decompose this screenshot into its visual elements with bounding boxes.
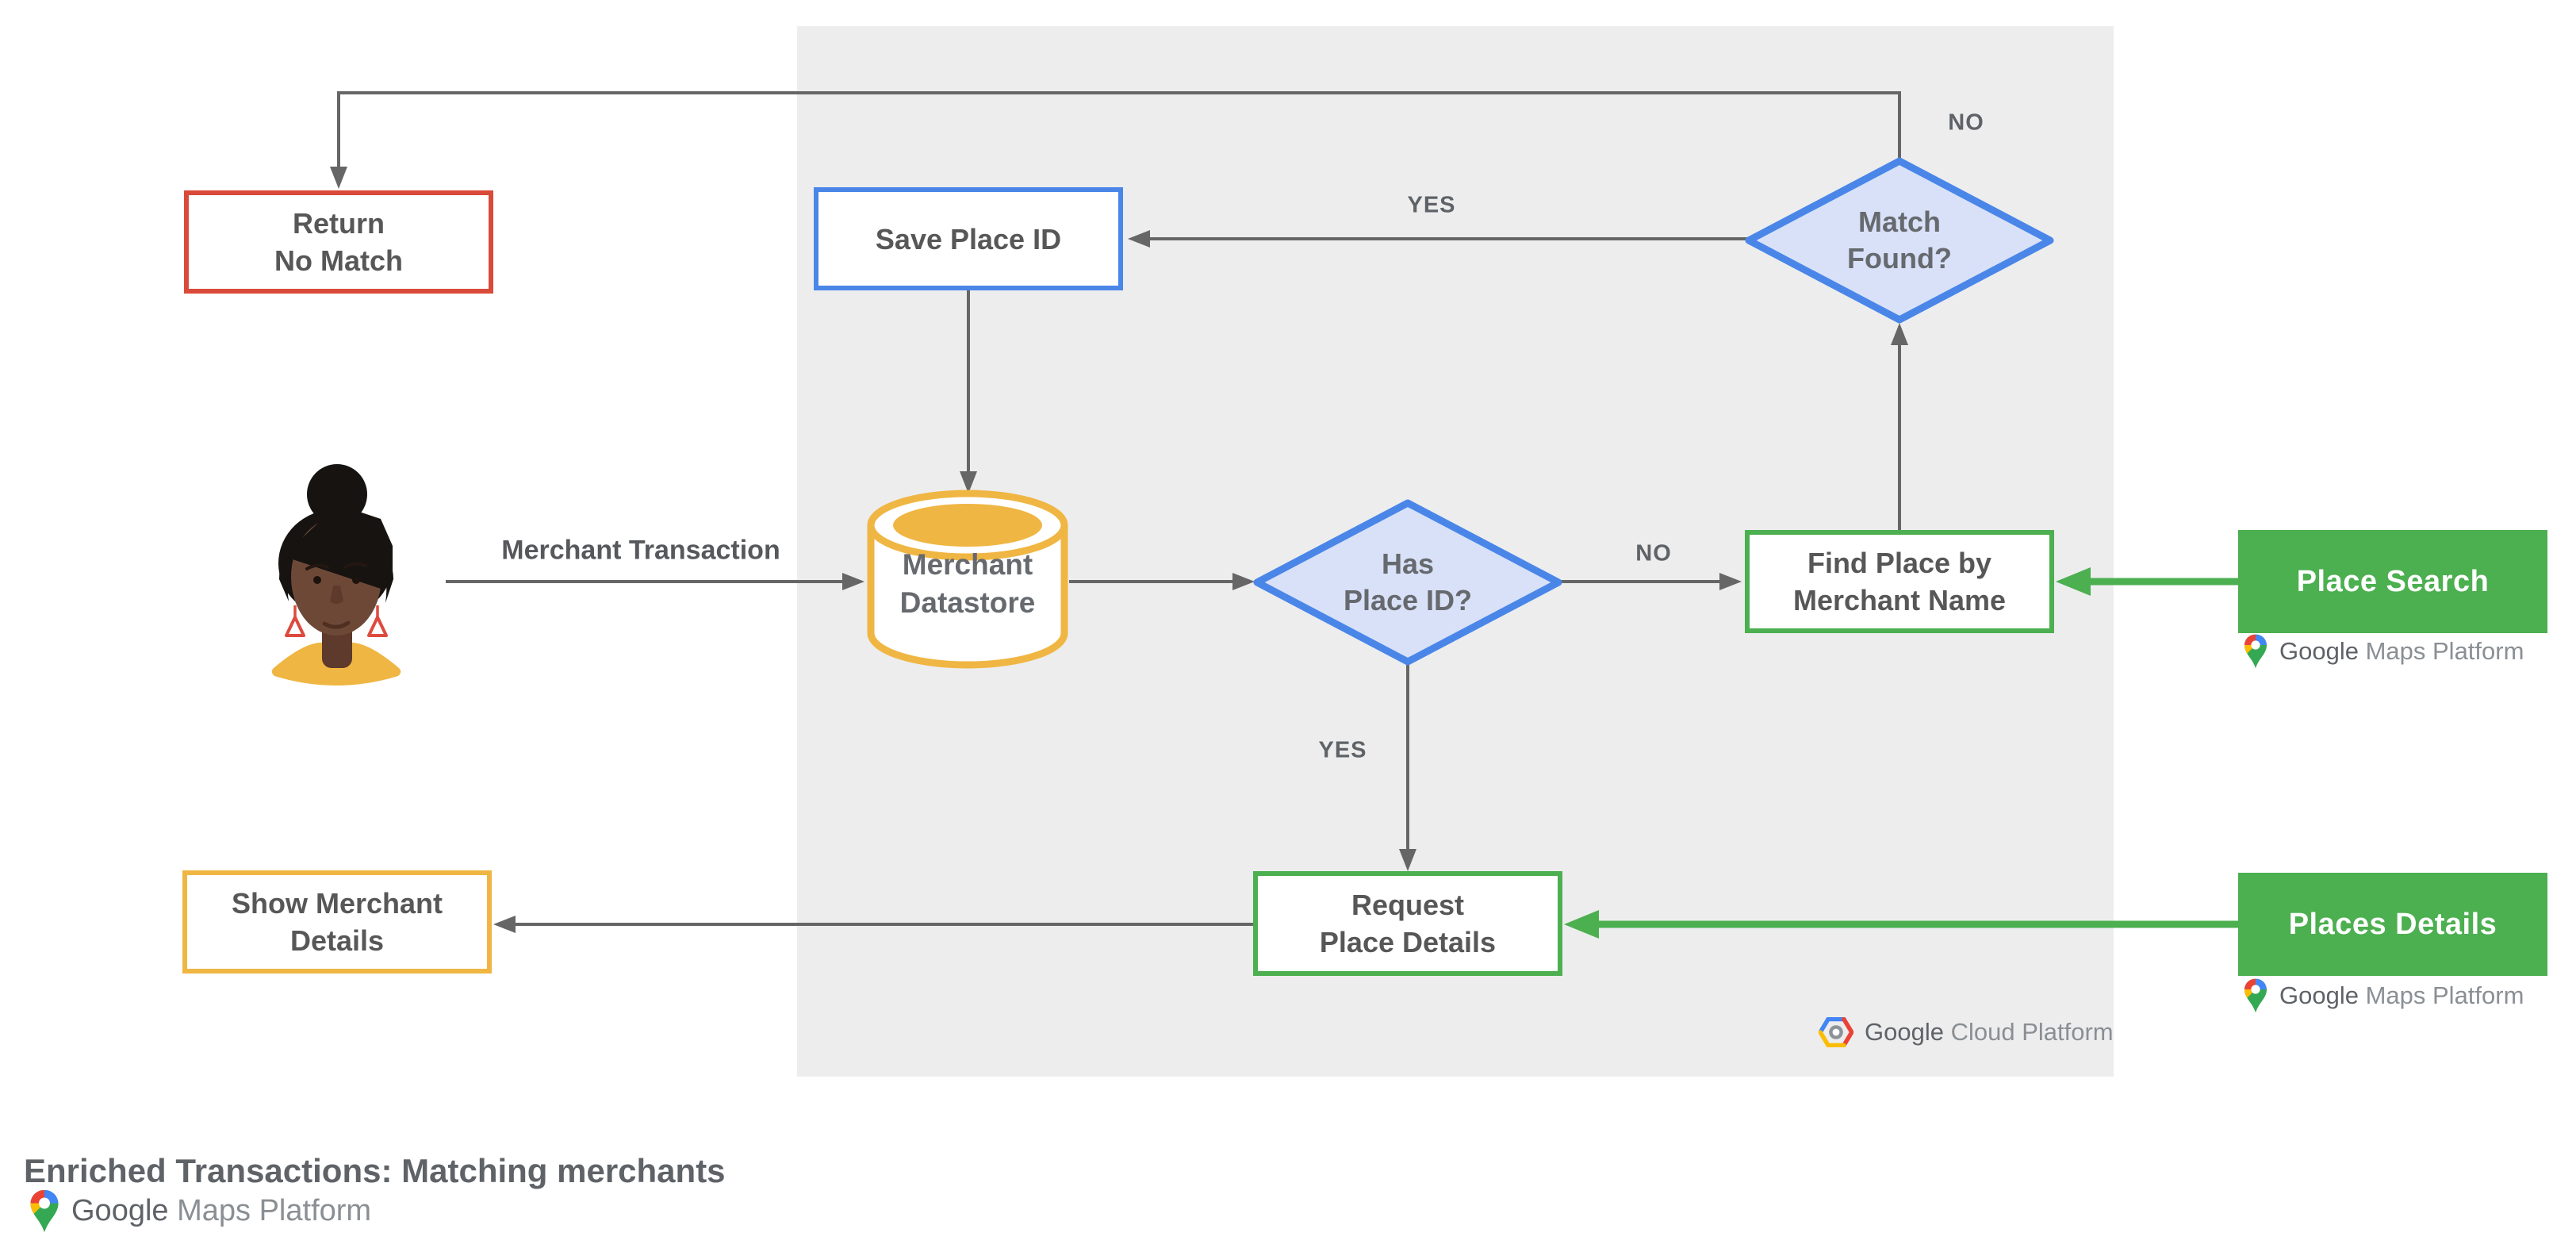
node-places-details-api: Places Details xyxy=(2238,873,2547,976)
node-label: Has xyxy=(1381,547,1435,580)
diamond-shape xyxy=(1745,157,2054,324)
node-label: Merchant Name xyxy=(1792,584,2007,616)
logo-text: Google Cloud Platform xyxy=(1865,1018,2114,1046)
edge-label-merchant-transaction: Merchant Transaction xyxy=(501,535,780,566)
edge-label-yes-has-place-id: YES xyxy=(1318,737,1367,763)
node-label: Find Place by xyxy=(1807,547,1992,579)
maps-pin-icon xyxy=(2244,978,2267,1013)
edge-label-no-match-found: NO xyxy=(1948,109,1984,136)
logo-text: Google Maps Platform xyxy=(71,1194,372,1227)
edge-label-yes-match-found: YES xyxy=(1407,192,1456,218)
node-has-place-id-decision: Has Place ID? xyxy=(1253,499,1562,666)
google-maps-platform-logo: Google Maps Platform xyxy=(2243,633,2524,670)
node-save-place-id: Save Place ID xyxy=(814,187,1123,290)
node-request-place-details: Request Place Details xyxy=(1253,871,1562,976)
node-label: Request xyxy=(1351,889,1465,921)
node-find-place-by-merchant-name: Find Place by Merchant Name xyxy=(1745,530,2054,633)
logo-text: Google Maps Platform xyxy=(2279,637,2524,665)
node-label: Places Details xyxy=(2288,907,2497,941)
node-label: Save Place ID xyxy=(875,222,1062,255)
node-place-search-api: Place Search xyxy=(2238,530,2547,633)
node-match-found-decision: Match Found? xyxy=(1745,157,2054,324)
node-show-merchant-details: Show Merchant Details xyxy=(182,870,492,974)
node-label: Match xyxy=(1857,205,1941,238)
gcp-hexagon-icon xyxy=(1819,1017,1853,1047)
google-maps-platform-logo: Google Maps Platform xyxy=(2243,977,2524,1014)
node-label: Place ID? xyxy=(1343,584,1473,616)
diamond-shape xyxy=(1253,499,1562,666)
logo-text: Google Maps Platform xyxy=(2279,981,2524,1009)
edge-label-no-has-place-id: NO xyxy=(1635,540,1672,566)
maps-pin-icon xyxy=(30,1189,59,1233)
diagram-title: Enriched Transactions: Matching merchant… xyxy=(24,1152,726,1189)
node-label: Found? xyxy=(1847,242,1952,275)
node-return-no-match: Return No Match xyxy=(184,190,493,294)
node-label: Place Search xyxy=(2296,564,2490,598)
google-maps-platform-logo: Google Maps Platform xyxy=(29,1189,371,1234)
node-label: No Match xyxy=(274,244,403,277)
node-label: Return xyxy=(293,207,385,240)
maps-pin-icon xyxy=(2244,634,2267,669)
user-avatar xyxy=(262,460,420,698)
google-cloud-platform-logo: Google Cloud Platform xyxy=(1819,1017,2114,1047)
node-label: Show Merchant xyxy=(231,887,443,920)
datastore-cylinder-shape xyxy=(867,490,1068,669)
node-label: Place Details xyxy=(1319,926,1497,958)
node-label: Merchant xyxy=(902,548,1033,581)
node-label: Details xyxy=(289,924,385,957)
node-merchant-datastore: Merchant Datastore xyxy=(866,487,1069,671)
person-icon xyxy=(271,464,401,686)
node-label: Datastore xyxy=(899,586,1036,619)
